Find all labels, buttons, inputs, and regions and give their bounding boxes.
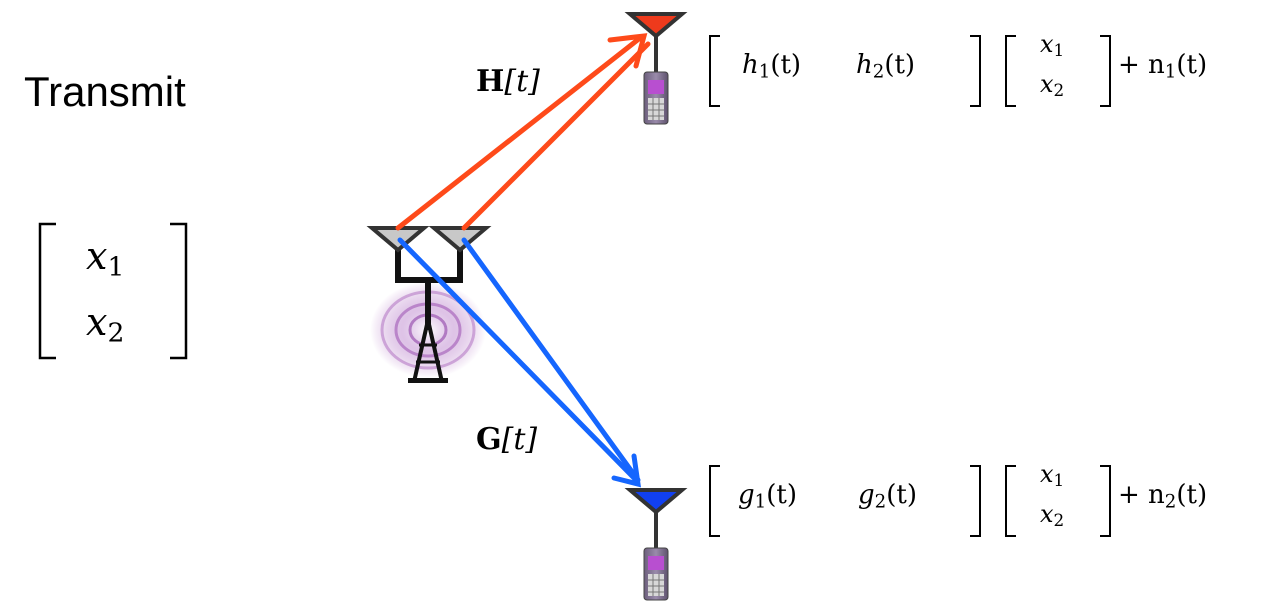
channel-g-label: G[t] bbox=[476, 422, 537, 457]
noise-term: + n1(t) bbox=[1118, 50, 1207, 83]
row-entry-2: h2(t) bbox=[856, 50, 915, 83]
rx2-antenna-icon bbox=[630, 490, 682, 550]
user1-equation: h1(t) h2(t) x1 x2 + n1(t) bbox=[700, 30, 1280, 110]
col-entry-1: x1 bbox=[1040, 30, 1064, 60]
tx-antenna-2-icon bbox=[434, 228, 486, 250]
mobile-phone-icon bbox=[644, 72, 668, 124]
user2-equation: g1(t) g2(t) x1 x2 + n2(t) bbox=[700, 460, 1280, 540]
col-entry-2: x2 bbox=[1040, 70, 1064, 100]
noise-term: + n2(t) bbox=[1118, 480, 1207, 513]
col-entry-1: x1 bbox=[1040, 460, 1064, 490]
mobile-phone-icon bbox=[644, 548, 668, 600]
row-entry-1: g1(t) bbox=[738, 480, 797, 513]
row-entry-1: h1(t) bbox=[742, 50, 801, 83]
col-entry-2: x2 bbox=[1040, 500, 1064, 530]
row-entry-2: g2(t) bbox=[858, 480, 917, 513]
channel-h-label: H[t] bbox=[476, 64, 540, 99]
